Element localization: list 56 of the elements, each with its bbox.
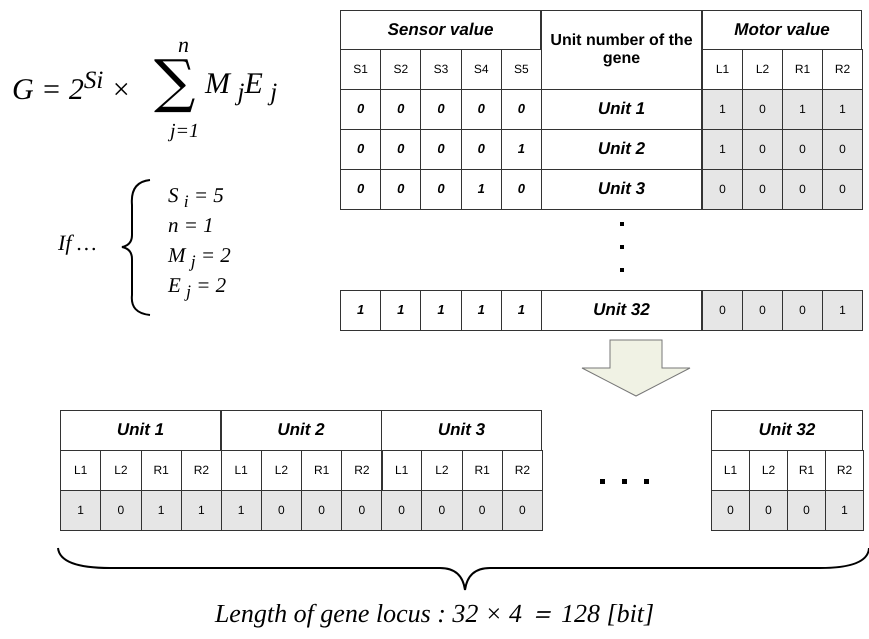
table-cell: 0 [381, 490, 422, 531]
lower-limit: j=1 [170, 120, 200, 143]
table-cell: 0 [782, 129, 823, 170]
table-cell: 1 [180, 490, 222, 531]
table-cell: 1 [825, 490, 864, 531]
table-cell: 0 [502, 490, 543, 531]
header-cell: Unit 3 [381, 410, 542, 451]
table-cell: 1 [460, 290, 502, 331]
condition-text: n = 1 [168, 213, 214, 238]
header-cell: Unit 1 [60, 410, 221, 451]
table-cell: 1 [782, 89, 823, 130]
condition-text: S $_{i}$ = 5 [168, 183, 224, 212]
table-cell: 0 [749, 490, 788, 531]
table-cell: 0 [787, 490, 826, 531]
table-cell: 0 [301, 490, 342, 531]
table-cell: 0 [742, 290, 783, 331]
formula-text: M $_{j}$E $_{j}$ [205, 67, 278, 107]
table-cell: 1 [822, 290, 863, 331]
table-cell: 1 [140, 490, 182, 531]
table-cell: 1 [220, 490, 262, 531]
header-cell: Sensor value [340, 10, 541, 50]
table-cell: 1 [822, 89, 863, 130]
formula-text: G = 2$^{Si}$ × [12, 67, 132, 107]
table-cell: 0 [822, 129, 863, 170]
table-cell: 1 [340, 290, 382, 331]
table-cell: 0 [742, 89, 783, 130]
condition-text: E $_{j}$ = 2 [168, 273, 226, 302]
condition-text: If … [58, 230, 96, 256]
table-cell: 1 [500, 290, 542, 331]
header-cell: Motor value [702, 10, 862, 50]
table-cell: 0 [421, 490, 462, 531]
table-cell: Unit 3 [541, 169, 702, 210]
table-cell: 0 [742, 169, 783, 210]
table-cell: 0 [782, 169, 823, 210]
table-cell: 0 [782, 290, 823, 331]
table-cell: 1 [702, 129, 743, 170]
table-cell: 1 [60, 490, 102, 531]
table-cell: 0 [702, 290, 743, 331]
header-cell: Unit 32 [711, 410, 863, 451]
table-cell: 0 [100, 490, 142, 531]
table-cell: 1 [380, 290, 422, 331]
table-cell: 0 [340, 169, 382, 210]
table-cell: Unit 32 [541, 290, 702, 331]
table-cell: 0 [822, 169, 863, 210]
table-cell: 0 [702, 169, 743, 210]
header-cell: Unit number of the gene [541, 10, 702, 90]
caption: Length of gene locus : 32 × 4 ＝ 128 [bit] [214, 598, 656, 630]
header-cell: Unit 2 [220, 410, 382, 451]
table-cell: 0 [462, 490, 503, 531]
table-cell: 0 [711, 490, 750, 531]
condition-text: M $_{j}$ = 2 [168, 243, 231, 272]
table-cell: 1 [702, 89, 743, 130]
table-cell: 0 [341, 490, 382, 531]
table-cell: 0 [742, 129, 783, 170]
table-cell: 0 [260, 490, 302, 531]
table-cell: 1 [420, 290, 462, 331]
